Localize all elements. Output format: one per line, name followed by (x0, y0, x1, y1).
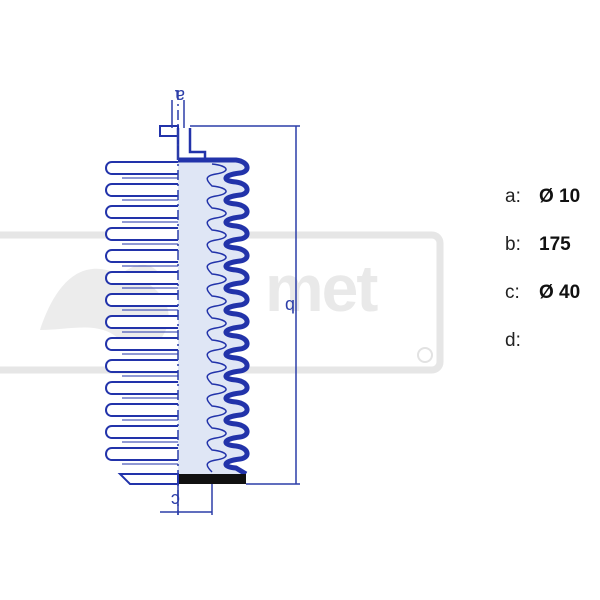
bellows-rib (105, 403, 178, 417)
spec-key-a: a: (505, 186, 521, 207)
spec-row-b: b: 175 (505, 234, 571, 256)
bellows-right-outline (178, 157, 250, 477)
bellows-left-ribs (105, 161, 178, 465)
spec-key-d: d: (505, 330, 521, 351)
registered-mark-icon (417, 347, 433, 363)
bellows-rib (105, 293, 178, 307)
bellows-inner-outline (206, 163, 227, 473)
spec-key-c: c: (505, 282, 520, 303)
dimension-c-label: c (171, 490, 180, 510)
bellows-rib (105, 227, 178, 241)
bellows-rib (105, 425, 178, 439)
bellows-rib (105, 359, 178, 373)
dimension-c: c (160, 484, 213, 515)
spec-key-b: b: (505, 234, 521, 255)
bellows-rib (105, 315, 178, 329)
spec-value-b: 175 (539, 234, 571, 255)
bellows-rib (105, 271, 178, 285)
spec-value-c: Ø 40 (539, 282, 581, 303)
neck-flange (159, 125, 179, 137)
base-seal (178, 474, 246, 484)
base-left-flange (117, 473, 179, 485)
spec-row-c: c: Ø 40 (505, 282, 580, 304)
bellows-rib (105, 205, 178, 219)
boot-neck (176, 128, 207, 160)
spec-row-d: d: (505, 330, 539, 352)
spec-value-a: Ø 10 (539, 186, 581, 207)
dimension-a-label: a (174, 86, 185, 106)
dimension-a: a (171, 86, 185, 128)
watermark-brand: met (265, 251, 378, 325)
dimension-b-label: b (285, 296, 295, 316)
bellows-rib (105, 249, 178, 263)
dimension-b: b (190, 125, 300, 485)
bellows-rib (105, 447, 178, 461)
bellows-rib (105, 381, 178, 395)
bellows-right-fill (178, 160, 248, 474)
bellows-rib (105, 337, 178, 351)
bellows-rib (105, 161, 178, 175)
bellows-rib (105, 183, 178, 197)
spec-row-a: a: Ø 10 (505, 186, 580, 208)
